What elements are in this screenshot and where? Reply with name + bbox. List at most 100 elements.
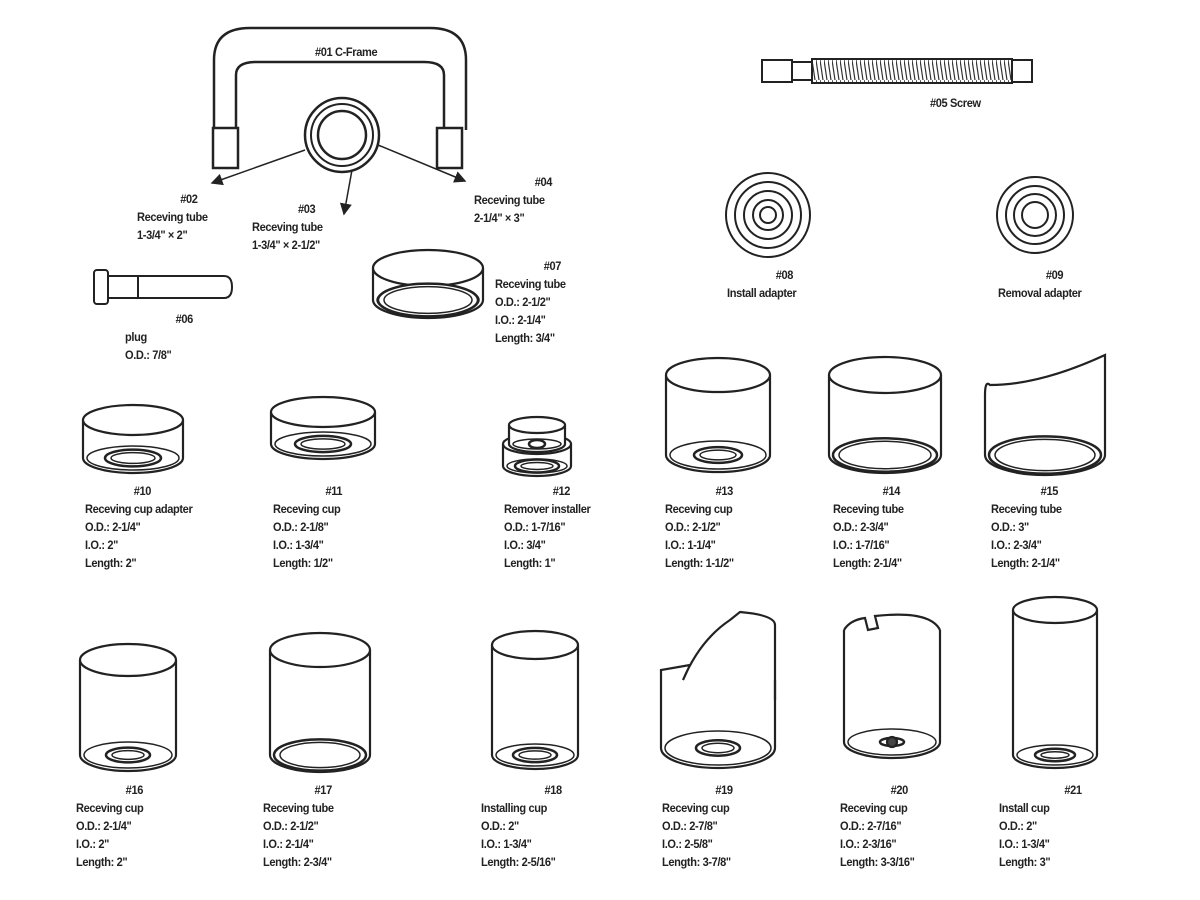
receiving-tube-07-drawing: [371, 248, 485, 320]
part-io: I.O.: 2-1/4": [263, 837, 314, 851]
part-name: Installing cup: [481, 801, 548, 815]
part-name: Removal adapter: [998, 286, 1082, 300]
install-adapter-08-drawing: [725, 172, 811, 258]
part-od: O.D.: 2-1/4": [76, 819, 132, 833]
part-name: Receving tube: [474, 193, 545, 207]
part-io: I.O.: 2-3/16": [840, 837, 897, 851]
c-frame-drawing: [211, 26, 468, 170]
part-number: #06: [175, 312, 194, 326]
part-name: Install adapter: [727, 286, 797, 300]
part-io: I.O.: 2-3/4": [991, 538, 1042, 552]
part-name: Receving tube: [833, 502, 904, 516]
part-name: Receving cup: [662, 801, 730, 815]
install-cup-21-drawing: [1011, 595, 1099, 770]
part-name: Receving cup: [840, 801, 908, 815]
installing-cup-18-drawing: [490, 629, 580, 771]
receiving-cup-13-drawing: [664, 356, 772, 474]
part-od: O.D.: 2-7/16": [840, 819, 902, 833]
plug-drawing: [93, 269, 234, 305]
part-length: Length: 3": [999, 855, 1051, 869]
part-io: I.O.: 2": [85, 538, 118, 552]
part-number: #03: [298, 202, 316, 216]
part-size: 1-3/4" × 2-1/2": [252, 238, 320, 252]
removal-adapter-09-drawing: [996, 176, 1074, 254]
label-part-06: #06 plug O.D.: 7/8": [125, 310, 193, 364]
label-part-05: #05 Screw: [930, 96, 981, 110]
part-name: plug: [125, 330, 147, 344]
part-number: #09: [1045, 268, 1064, 282]
label-part-01: #01 C-Frame: [315, 45, 378, 59]
part-number: #18: [544, 783, 562, 797]
part-io: I.O.: 1-3/4": [999, 837, 1050, 851]
part-name: Receving cup adapter: [85, 502, 193, 516]
receiving-cup-19-drawing: [659, 610, 777, 770]
part-name: Remover installer: [504, 502, 591, 516]
part-number: #11: [325, 484, 343, 498]
part-number: #12: [552, 484, 571, 498]
part-number: #13: [715, 484, 734, 498]
part-length: Length: 2-3/4": [263, 855, 332, 869]
label-part-09: #09 Removal adapter: [998, 266, 1082, 302]
part-name: Receving tube: [495, 277, 566, 291]
part-length: Length: 2": [76, 855, 128, 869]
part-od: O.D.: 2-1/2": [263, 819, 319, 833]
part-length: Length: 2": [85, 556, 137, 570]
part-number: #16: [125, 783, 144, 797]
part-od: O.D.: 2-1/2": [665, 520, 721, 534]
part-length: Length: 3/4": [495, 331, 555, 345]
part-number: #14: [882, 484, 901, 498]
receiving-cup-20-drawing: [842, 613, 942, 760]
part-io: I.O.: 1-1/4": [665, 538, 716, 552]
part-od: O.D.: 2": [481, 819, 519, 833]
part-number: #17: [314, 783, 333, 797]
part-number: #08: [775, 268, 794, 282]
part-od: O.D.: 2-1/8": [273, 520, 329, 534]
label-part-04: #04 Receving tube 2-1/4" × 3": [474, 173, 552, 227]
part-length: Length: 2-1/4": [991, 556, 1060, 570]
part-length: Length: 1/2": [273, 556, 333, 570]
part-od: O.D.: 2-3/4": [833, 520, 889, 534]
receiving-tube-15-drawing: [983, 353, 1107, 477]
part-name: Receving tube: [137, 210, 208, 224]
part-name: Receving cup: [665, 502, 733, 516]
part-name: Receving tube: [263, 801, 334, 815]
part-length: Length: 2-5/16": [481, 855, 556, 869]
part-io: I.O.: 2-5/8": [662, 837, 713, 851]
label-part-03: #03 Receving tube 1-3/4" × 2-1/2": [252, 200, 323, 254]
label-part-07: #07 Receving tube O.D.: 2-1/2" I.O.: 2-1…: [495, 257, 566, 347]
remover-installer-12-top: [507, 415, 567, 454]
part-od: O.D.: 2": [999, 819, 1037, 833]
pointer-arrows: [210, 144, 467, 216]
part-io: I.O.: 1-7/16": [833, 538, 890, 552]
part-io: I.O.: 2": [76, 837, 109, 851]
part-io: I.O.: 3/4": [504, 538, 546, 552]
part-length: Length: 3-3/16": [840, 855, 915, 869]
part-length: Length: 1-1/2": [665, 556, 734, 570]
part-od: O.D.: 1-7/16": [504, 520, 566, 534]
part-io: I.O.: 2-1/4": [495, 313, 546, 327]
part-name: Receving cup: [76, 801, 144, 815]
part-number: #07: [543, 259, 562, 273]
receiving-tube-14-drawing: [827, 355, 943, 475]
receiving-tube-03-drawing: [303, 96, 381, 174]
part-length: Length: 3-7/8": [662, 855, 731, 869]
receiving-cup-16-drawing: [78, 642, 178, 773]
receiving-cup-adapter-10-drawing: [81, 403, 185, 475]
part-length: Length: 2-1/4": [833, 556, 902, 570]
part-length: Length: 1": [504, 556, 556, 570]
part-od: O.D.: 2-7/8": [662, 819, 718, 833]
part-name: Receving tube: [991, 502, 1062, 516]
part-od: O.D.: 2-1/2": [495, 295, 551, 309]
part-number: #02: [180, 192, 198, 206]
